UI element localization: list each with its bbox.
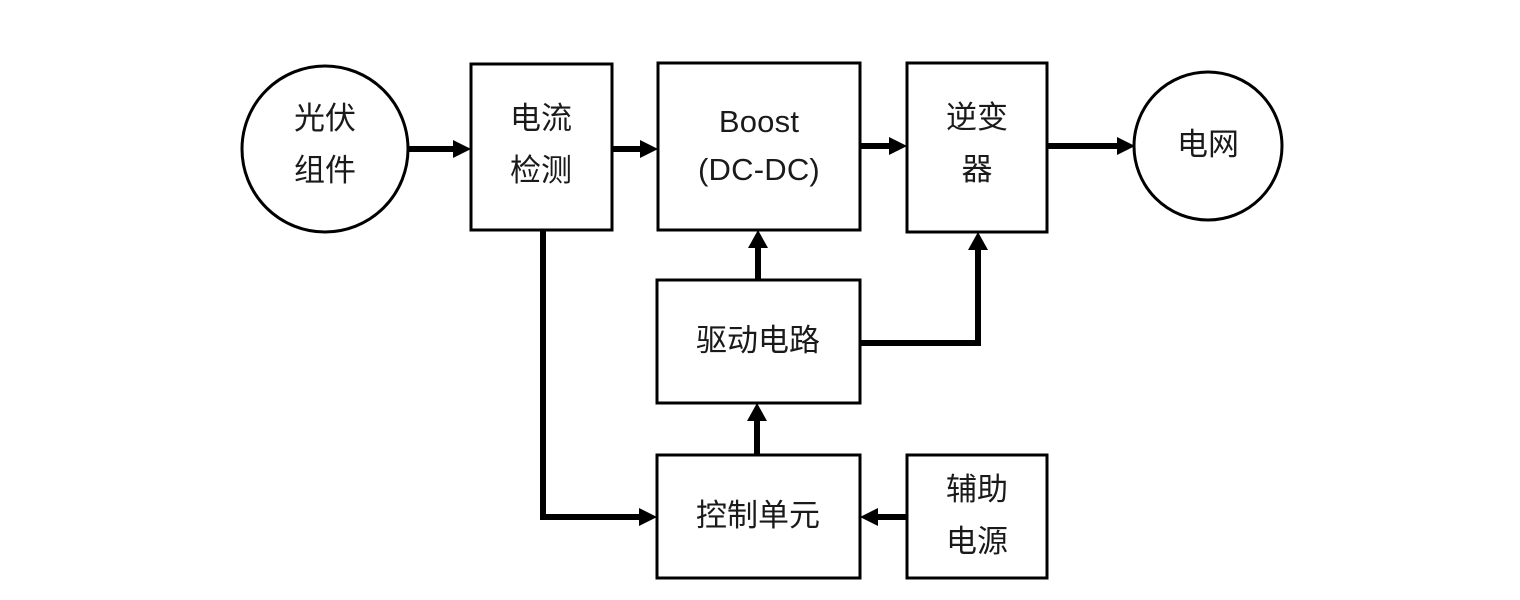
edge-control-unit-to-drive-circuit bbox=[747, 403, 767, 455]
node-auxiliary-power[interactable]: 辅助 电源 bbox=[905, 453, 1049, 580]
edge-inverter-to-power-grid bbox=[1047, 137, 1135, 155]
pv-module-circle[interactable] bbox=[240, 64, 410, 234]
arrowhead-icon bbox=[968, 232, 988, 250]
arrowhead-icon bbox=[748, 230, 768, 248]
node-pv-module[interactable]: 光伏 组件 bbox=[240, 64, 410, 234]
node-inverter[interactable]: 逆变 器 bbox=[905, 61, 1049, 234]
arrowhead-icon bbox=[889, 137, 907, 155]
edge-drive-circuit-to-inverter bbox=[860, 232, 988, 346]
current-detection-box[interactable] bbox=[469, 62, 614, 232]
edge-pv-to-current-detection bbox=[409, 140, 471, 158]
auxiliary-power-label-line1: 辅助 bbox=[946, 472, 1008, 507]
boost-dcdc-label-line2: (DC-DC) bbox=[698, 152, 820, 187]
boost-dcdc-box[interactable] bbox=[656, 61, 862, 232]
arrowhead-icon bbox=[640, 140, 658, 158]
edge-line bbox=[540, 230, 642, 520]
arrowhead-icon bbox=[860, 508, 878, 526]
control-unit-box[interactable] bbox=[655, 453, 862, 580]
inverter-label-line2: 器 bbox=[962, 152, 993, 187]
control-unit-label: 控制单元 bbox=[696, 498, 820, 533]
node-boost-dcdc[interactable]: Boost (DC-DC) bbox=[656, 61, 862, 232]
current-detection-label-line1: 电流 bbox=[510, 101, 572, 136]
edge-line bbox=[860, 247, 981, 346]
edge-boost-to-inverter bbox=[860, 137, 907, 155]
inverter-box[interactable] bbox=[905, 61, 1049, 234]
node-drive-circuit[interactable]: 驱动电路 bbox=[655, 278, 862, 405]
node-current-detection[interactable]: 电流 检测 bbox=[469, 62, 614, 232]
edge-drive-circuit-to-boost bbox=[748, 230, 768, 280]
pv-module-label-line2: 组件 bbox=[294, 153, 356, 188]
power-grid-label: 电网 bbox=[1177, 127, 1239, 162]
edge-auxiliary-power-to-control-unit bbox=[860, 508, 907, 526]
auxiliary-power-box[interactable] bbox=[905, 453, 1049, 580]
edge-current-detection-to-boost bbox=[612, 140, 658, 158]
power-grid-circle[interactable] bbox=[1132, 70, 1284, 222]
drive-circuit-label: 驱动电路 bbox=[696, 323, 820, 358]
current-detection-label-line2: 检测 bbox=[510, 153, 572, 188]
inverter-label-line1: 逆变 bbox=[946, 100, 1008, 135]
boost-dcdc-label-line1: Boost bbox=[719, 104, 799, 139]
auxiliary-power-label-line2: 电源 bbox=[946, 524, 1008, 559]
arrowhead-icon bbox=[1117, 137, 1135, 155]
arrowhead-icon bbox=[639, 508, 657, 526]
drive-circuit-box[interactable] bbox=[655, 278, 862, 405]
pv-module-label-line1: 光伏 bbox=[294, 101, 356, 136]
arrowhead-icon bbox=[747, 403, 767, 421]
node-power-grid[interactable]: 电网 bbox=[1132, 70, 1284, 222]
node-control-unit[interactable]: 控制单元 bbox=[655, 453, 862, 580]
arrowhead-icon bbox=[453, 140, 471, 158]
edge-current-detection-to-control-unit bbox=[540, 230, 657, 526]
